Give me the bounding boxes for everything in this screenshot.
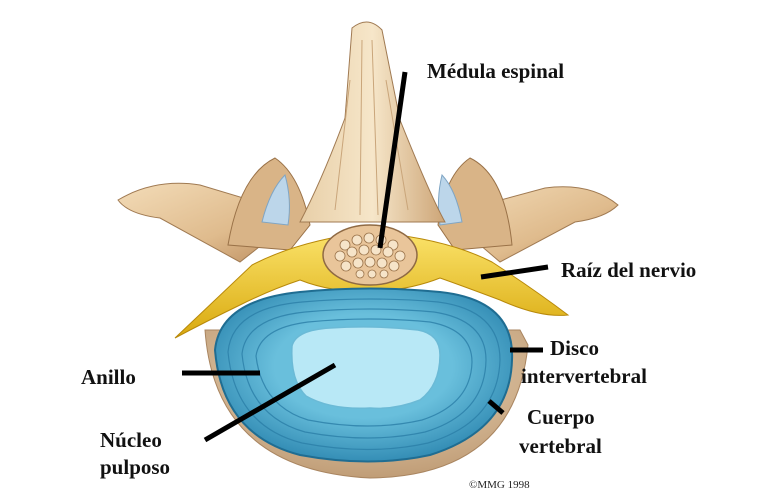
- label-nucleo-line2: pulposo: [100, 455, 170, 479]
- nucleus-pulposus: [292, 327, 440, 408]
- label-disco-line1: Disco: [550, 336, 599, 360]
- label-disco-line2: intervertebral: [521, 364, 647, 388]
- label-cuerpo-line2: vertebral: [519, 434, 602, 458]
- label-medula-espinal: Médula espinal: [427, 59, 564, 83]
- label-nucleo-line1: Núcleo: [100, 428, 162, 452]
- copyright-text: ©MMG 1998: [469, 479, 530, 491]
- label-raiz-del-nervio: Raíz del nervio: [561, 258, 696, 282]
- label-cuerpo-line1: Cuerpo: [527, 405, 595, 429]
- label-anillo: Anillo: [81, 365, 136, 389]
